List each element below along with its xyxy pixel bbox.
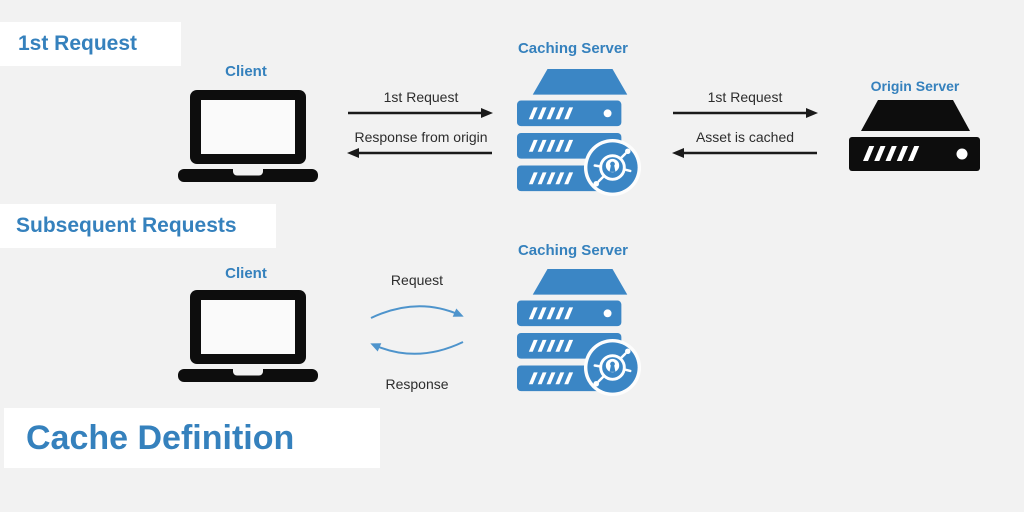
first-request-section-title: 1st Request xyxy=(18,32,138,55)
caching-server-label-row1: Caching Server xyxy=(517,40,629,57)
client-label-row2: Client xyxy=(225,265,267,282)
arrow-right-icon xyxy=(347,107,493,119)
laptop-icon xyxy=(178,90,318,182)
arrow-right-icon xyxy=(672,107,818,119)
circular-request-response-arrows-icon xyxy=(370,305,464,355)
footer-title-panel: Cache Definition xyxy=(4,408,380,468)
server-stack-with-lock-badge-icon xyxy=(517,69,645,201)
subsequent-requests-section-title: Subsequent Requests xyxy=(16,214,237,237)
arrow-label-response: Response xyxy=(385,376,449,392)
server-stack-with-lock-badge-icon xyxy=(517,269,645,401)
origin-server-label: Origin Server xyxy=(870,78,960,94)
arrow-left-icon xyxy=(347,147,493,159)
page-title: Cache Definition xyxy=(26,418,295,457)
client-label-row1: Client xyxy=(225,63,267,80)
arrow-label-cache-to-client: Response from origin xyxy=(354,129,488,145)
arrow-label-request: Request xyxy=(390,272,444,288)
arrow-label-origin-to-cache: Asset is cached xyxy=(695,129,795,145)
arrow-label-cache-to-origin: 1st Request xyxy=(707,89,783,105)
arrow-left-icon xyxy=(672,147,818,159)
caching-server-label-row2: Caching Server xyxy=(517,242,629,259)
first-request-section-panel: 1st Request xyxy=(0,22,181,66)
laptop-icon xyxy=(178,290,318,382)
rack-server-icon xyxy=(849,100,981,178)
subsequent-requests-section-panel: Subsequent Requests xyxy=(0,204,276,248)
arrow-label-client-to-cache: 1st Request xyxy=(383,89,459,105)
